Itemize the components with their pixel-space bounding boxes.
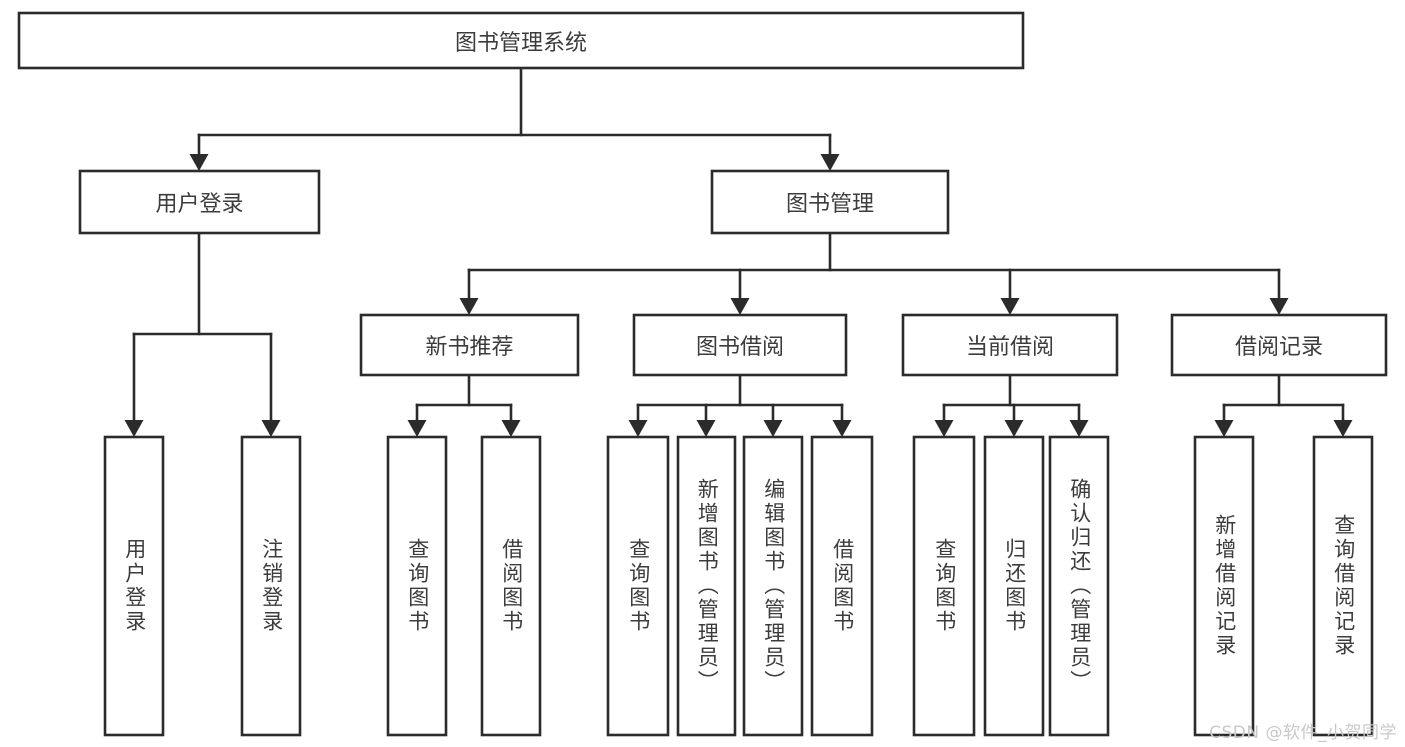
node-box-leaf-query-borrow-record[interactable] — [1312, 435, 1374, 737]
node-box-current-borrow[interactable] — [901, 313, 1119, 377]
node-box-leaf-add-borrow-record[interactable] — [1193, 435, 1255, 737]
connector-recommend-bus — [407, 373, 521, 437]
arrow-head-icon — [1214, 420, 1234, 437]
node-box-leaf-borrow-book[interactable] — [810, 435, 874, 737]
connector-layer — [124, 66, 1353, 437]
connector-borrow-bus — [628, 373, 852, 437]
arrow-head-icon — [124, 420, 144, 437]
node-box-leaf-borrow-book-recommend[interactable] — [480, 435, 542, 737]
node-box-leaf-query-book-borrow[interactable] — [606, 435, 670, 737]
arrow-head-icon — [763, 420, 783, 437]
node-box-root[interactable] — [17, 11, 1025, 70]
arrow-head-icon — [832, 420, 852, 437]
node-box-leaf-query-book-current[interactable] — [912, 435, 976, 737]
arrow-head-icon — [730, 298, 750, 315]
arrow-head-icon — [628, 420, 648, 437]
connector-book-manage-bus — [459, 231, 1289, 315]
arrow-head-icon — [1004, 420, 1024, 437]
arrow-head-icon — [1269, 298, 1289, 315]
node-box-leaf-return-book[interactable] — [983, 435, 1045, 737]
connector-root-bus — [189, 66, 840, 171]
arrow-head-icon — [1333, 420, 1353, 437]
node-box-leaf-add-book[interactable] — [676, 435, 737, 737]
node-box-layer — [17, 11, 1388, 737]
arrow-head-icon — [501, 420, 521, 437]
arrow-head-icon — [820, 154, 840, 171]
connector-user-login-bus — [124, 231, 281, 437]
arrow-head-icon — [1000, 298, 1020, 315]
arrow-head-icon — [459, 298, 479, 315]
arrow-head-icon — [696, 420, 716, 437]
arrow-head-icon — [261, 420, 281, 437]
csdn-watermark: CSDN @软件_小贺同学 — [1209, 723, 1397, 743]
node-box-leaf-edit-book[interactable] — [742, 435, 804, 737]
node-box-leaf-query-book-recommend[interactable] — [386, 435, 448, 737]
node-box-leaf-confirm-return[interactable] — [1048, 435, 1110, 737]
connector-record-bus — [1214, 373, 1353, 437]
node-box-leaf-user-login[interactable] — [103, 435, 165, 737]
node-box-user-login[interactable] — [78, 169, 321, 235]
node-box-book-manage[interactable] — [710, 169, 950, 235]
arrow-head-icon — [934, 420, 954, 437]
node-box-borrow-record[interactable] — [1170, 313, 1388, 377]
node-box-book-borrow[interactable] — [632, 313, 848, 377]
arrow-head-icon — [407, 420, 427, 437]
node-box-leaf-logout[interactable] — [240, 435, 302, 737]
node-box-new-book-recommend[interactable] — [359, 313, 580, 377]
arrow-head-icon — [1069, 420, 1089, 437]
connector-current-bus — [934, 373, 1089, 437]
arrow-head-icon — [189, 154, 209, 171]
